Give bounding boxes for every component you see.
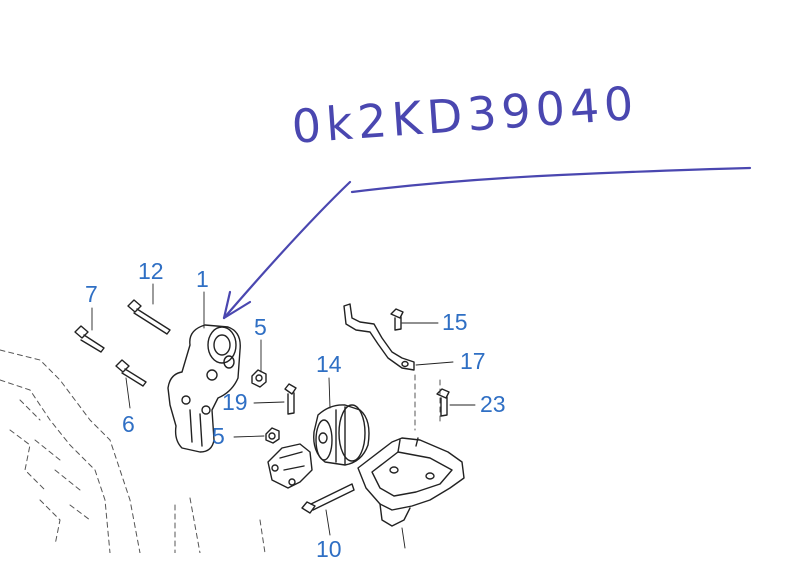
- callout-15: 15: [442, 309, 468, 335]
- bolt-7: [74, 325, 105, 353]
- annotation-arrow-shaft: [222, 180, 352, 320]
- callout-7: 7: [85, 281, 98, 307]
- bolt-15: [390, 308, 404, 331]
- bracket-17: [343, 303, 415, 371]
- callout-19: 19: [222, 389, 248, 415]
- callout-17: 17: [460, 348, 486, 374]
- insulator-14: [313, 404, 370, 466]
- nut-5-upper: [251, 369, 267, 388]
- leader-lines: [91, 283, 476, 549]
- engine-mount-1: [167, 324, 241, 453]
- bolt-6: [115, 359, 147, 387]
- callout-1: 1: [196, 266, 209, 292]
- bolt-23: [436, 388, 450, 417]
- annotation-arrow-head: [222, 290, 252, 320]
- callout-23: 23: [480, 391, 506, 417]
- bolt-10: [301, 483, 355, 514]
- annotation-marks: [222, 166, 752, 320]
- callout-5-lower: 5: [212, 423, 225, 449]
- callout-5-upper: 5: [254, 314, 267, 340]
- transmission-mount-tray: [357, 437, 465, 527]
- annotation-underline: [350, 166, 752, 194]
- engine-block-outline: [0, 349, 441, 553]
- nut-5-lower: [265, 427, 280, 444]
- mount-bracket: [267, 443, 313, 489]
- callout-10: 10: [316, 536, 342, 562]
- callout-14: 14: [316, 351, 342, 377]
- callout-6: 6: [122, 411, 135, 437]
- callout-12: 12: [138, 258, 164, 284]
- bolt-19: [284, 383, 297, 415]
- bolt-12: [127, 299, 171, 335]
